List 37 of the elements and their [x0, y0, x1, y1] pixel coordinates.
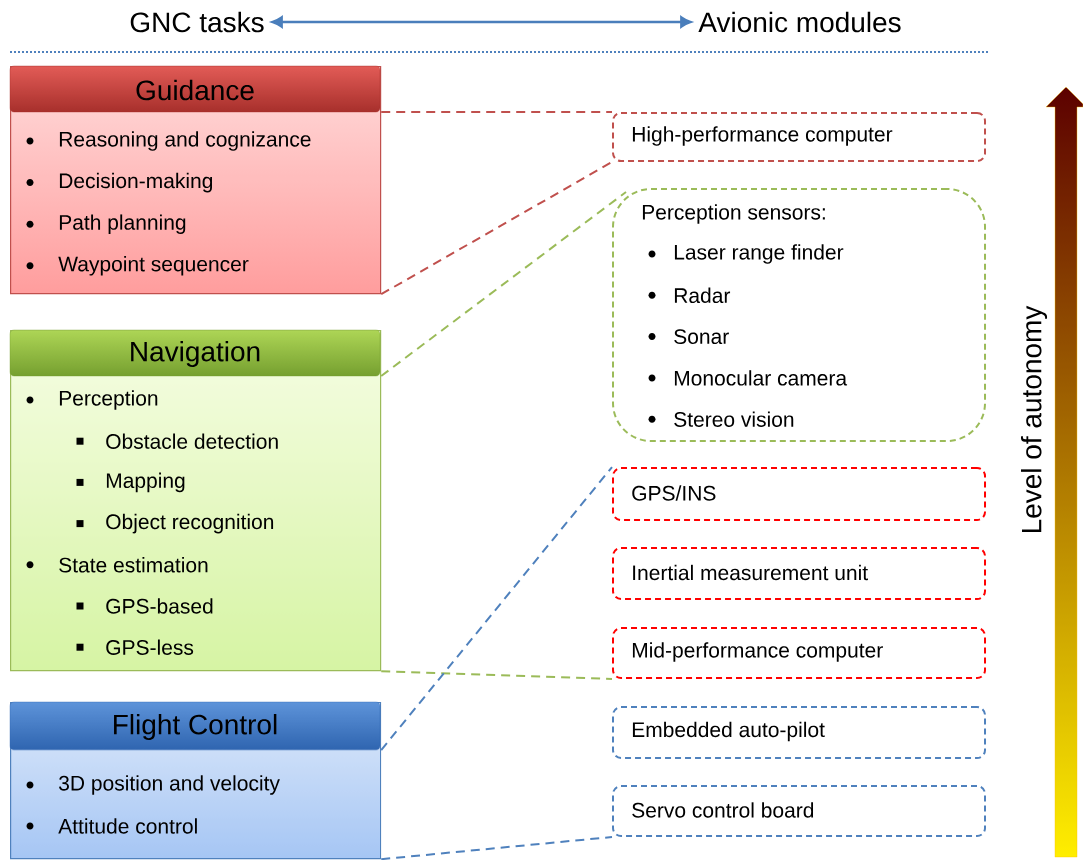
list-item: Sonar	[648, 329, 729, 345]
panel-header: Guidance	[9, 65, 381, 113]
list-item: Reasoning and cognizance	[26, 131, 311, 151]
list-item: Decision-making	[26, 172, 213, 193]
zoom-line	[380, 161, 613, 296]
double-arrow	[271, 16, 692, 28]
axis-label: Level of autonomy	[1020, 305, 1048, 533]
zoom-line	[380, 191, 627, 377]
list-item: Radar	[648, 287, 731, 303]
list-item: Obstacle detection	[76, 433, 278, 449]
zoom-line	[380, 466, 613, 751]
list-item: GPS-based	[76, 598, 213, 614]
list-item: Waypoint sequencer	[26, 256, 249, 276]
list-item: GPS-less	[76, 639, 194, 655]
list-item: State estimation	[26, 557, 208, 573]
list-item: Laser range finder	[648, 244, 844, 264]
panel-header: Flight Control	[9, 701, 381, 751]
list-item: Path planning	[26, 214, 186, 234]
list-item: Stereo vision	[648, 411, 794, 427]
list-item: Monocular camera	[648, 370, 848, 386]
module-box: Embedded auto-pilot	[612, 706, 986, 759]
list-item: 3D position and velocity	[26, 775, 280, 795]
module-box: High-performance computer	[612, 112, 986, 162]
module-box: GPS/INS	[612, 467, 986, 521]
zoom-line	[380, 670, 613, 680]
module-box: Servo control board	[612, 785, 986, 837]
list-item: Attitude control	[26, 818, 197, 834]
list-item: Object recognition	[76, 513, 274, 534]
zoom-line	[380, 836, 613, 860]
list-item: Perception	[26, 390, 158, 410]
column-heading: GNC tasks	[130, 11, 264, 33]
module-box: Mid-performance computer	[612, 627, 986, 679]
column-heading: Avionic modules	[698, 11, 901, 33]
zoom-line	[380, 111, 613, 113]
panel-header: Navigation	[9, 329, 381, 377]
module-box: Inertial measurement unit	[612, 547, 986, 600]
list-item: Mapping	[76, 472, 185, 493]
